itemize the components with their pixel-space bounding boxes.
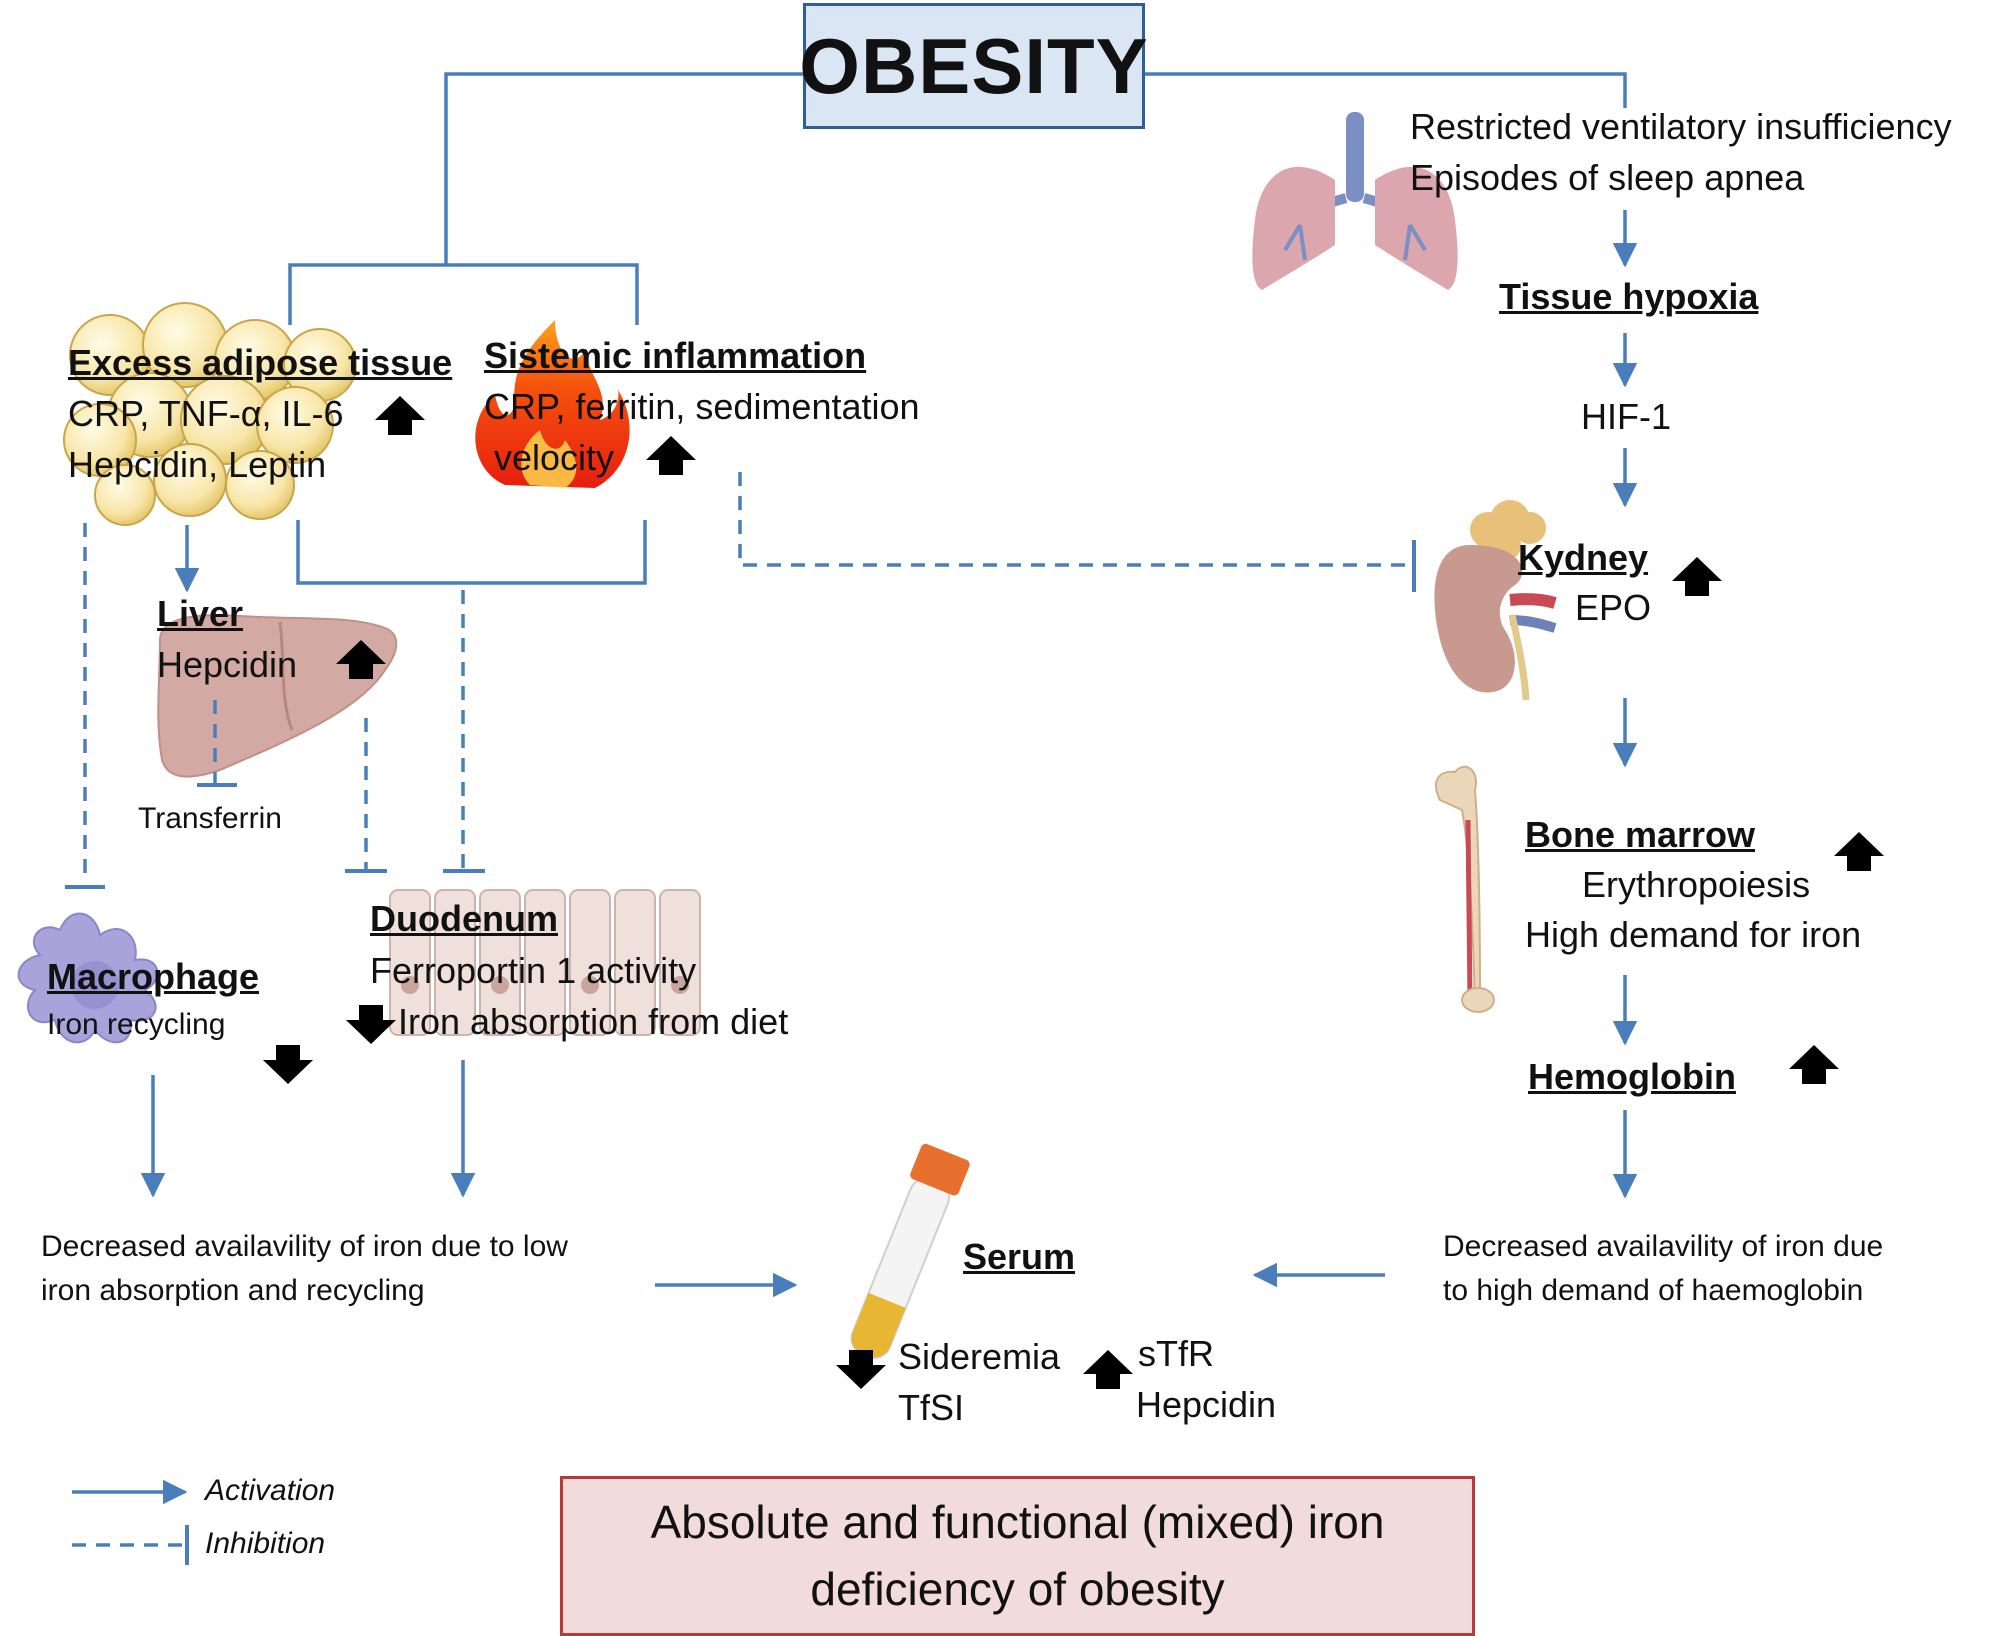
indicator-arrows: [263, 396, 1884, 1389]
arrow-up-icon: [1834, 832, 1884, 871]
serum-sideremia: Sideremia: [898, 1336, 1061, 1377]
lungs-icon: [1252, 112, 1458, 290]
adipose-heading: Excess adipose tissue: [68, 342, 453, 383]
serum-hepcidin: Hepcidin: [1136, 1384, 1277, 1425]
inflammation-line-1: CRP, ferritin, sedimentation: [484, 386, 920, 427]
bone-icon: [1435, 765, 1495, 1013]
liver-hepcidin: Hepcidin: [157, 644, 298, 685]
arrow-up-icon: [1789, 1045, 1839, 1084]
bone-marrow-heading: Bone marrow: [1525, 814, 1756, 855]
arrow-down-icon: [263, 1045, 313, 1084]
adipose-line-1: CRP, TNF-α, IL-6: [68, 393, 344, 434]
left-decrease-line-2: iron absorption and recycling: [41, 1274, 425, 1307]
adipose-cells-icon: [63, 302, 357, 526]
kidney-heading: Kydney: [1518, 537, 1649, 578]
serum-stfr: sTfR: [1138, 1333, 1214, 1374]
inflammation-heading: Sistemic inflammation: [484, 335, 867, 376]
right-decrease-line-1: Decreased availavility of iron due: [1443, 1230, 1884, 1263]
arrow-down-icon: [836, 1350, 886, 1389]
legend-inhibition: Inhibition: [205, 1527, 326, 1560]
outcome-box: Absolute and functional (mixed) iron def…: [560, 1476, 1475, 1636]
legend-activation: Activation: [205, 1474, 336, 1507]
inhibition-connectors: [72, 472, 1412, 1547]
outcome-line-1: Absolute and functional (mixed) iron: [650, 1496, 1385, 1549]
hif-label: HIF-1: [1581, 396, 1671, 437]
outcome-line-2: deficiency of obesity: [810, 1563, 1225, 1615]
left-decrease-line-1: Decreased availavility of iron due to lo…: [41, 1230, 568, 1263]
page-title: OBESITY: [799, 21, 1149, 110]
serum-tfsi: TfSI: [898, 1387, 965, 1428]
macrophage-line-1: Iron recycling: [47, 1008, 226, 1041]
liver-icon: [157, 614, 398, 778]
respiratory-line-2: Episodes of sleep apnea: [1410, 157, 1805, 198]
connectors: [72, 72, 1638, 1505]
arrow-up-icon: [646, 436, 696, 475]
hemoglobin-heading: Hemoglobin: [1528, 1056, 1736, 1097]
macrophage-heading: Macrophage: [47, 956, 260, 997]
duodenum-line-2: Iron absorption from diet: [398, 1001, 789, 1042]
bone-marrow-line-1: Erythropoiesis: [1582, 864, 1811, 905]
kidney-icon: [1434, 500, 1557, 701]
liver-heading: Liver: [157, 593, 244, 634]
arrow-up-icon: [375, 396, 425, 435]
inflammation-line-2: velocity: [494, 437, 615, 478]
fire-icon: [475, 320, 630, 488]
macrophage-icon: [17, 912, 159, 1044]
respiratory-line-1: Restricted ventilatory insufficiency: [1410, 106, 1952, 147]
arrow-up-icon: [336, 640, 386, 679]
kidney-epo: EPO: [1575, 587, 1652, 628]
bone-marrow-line-2: High demand for iron: [1525, 914, 1862, 955]
duodenum-line-1: Ferroportin 1 activity: [370, 950, 697, 991]
duodenum-heading: Duodenum: [370, 898, 558, 939]
right-decrease-line-2: to high demand of haemoglobin: [1443, 1274, 1864, 1307]
arrow-up-icon: [1083, 1350, 1133, 1389]
serum-heading: Serum: [963, 1236, 1076, 1277]
adipose-line-2: Hepcidin, Leptin: [68, 444, 327, 485]
blood-tube-icon: [850, 1143, 970, 1360]
transferrin-label: Transferrin: [138, 802, 282, 835]
obesity-title-box: OBESITY: [799, 3, 1148, 129]
arrow-down-icon: [346, 1005, 396, 1044]
tissue-hypoxia-heading: Tissue hypoxia: [1499, 276, 1759, 317]
inhibition-bars: [65, 540, 1416, 1565]
duodenum-villi-icon: [389, 889, 701, 1036]
arrow-up-icon: [1672, 557, 1722, 596]
